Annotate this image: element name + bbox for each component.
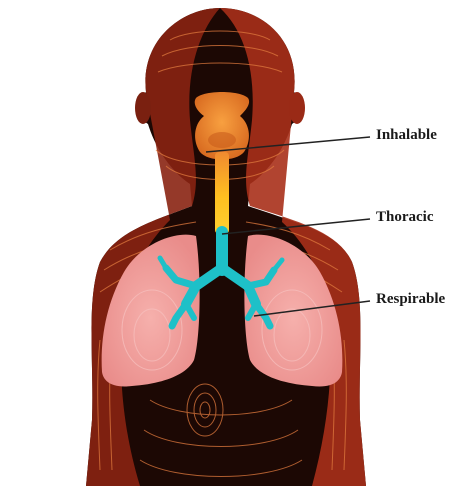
trachea xyxy=(215,152,229,234)
label-respirable: Respirable xyxy=(376,292,445,307)
label-inhalable: Inhalable xyxy=(376,128,437,143)
label-thoracic: Thoracic xyxy=(376,210,434,225)
